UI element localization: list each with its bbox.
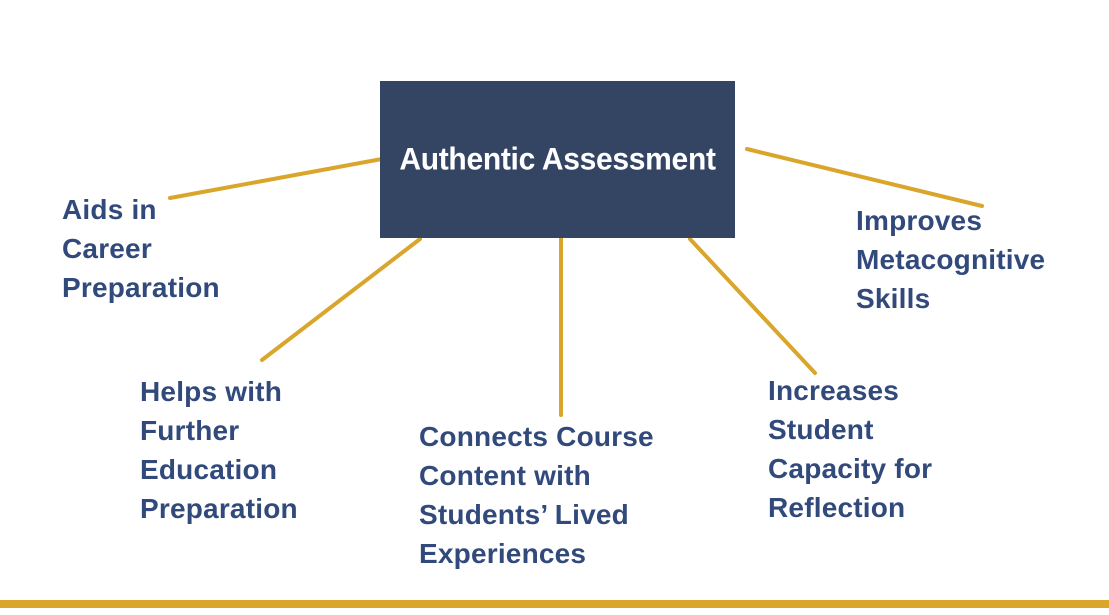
- node-label-student-reflection: Increases Student Capacity for Reflectio…: [768, 375, 933, 523]
- node-label-course-content: Connects Course Content with Students’ L…: [419, 421, 654, 569]
- line-to-student-reflection: [688, 237, 817, 375]
- bottom-accent-bar: [0, 600, 1109, 608]
- node-label-further-education: Helps with Further Education Preparation: [140, 376, 298, 524]
- central-node-authentic-assessment: Authentic Assessment: [380, 81, 735, 238]
- central-node-title: Authentic Assessment: [399, 141, 716, 177]
- line-to-metacognitive-skills: [745, 147, 984, 208]
- node-label-metacognitive-skills: Improves Metacognitive Skills: [856, 205, 1046, 314]
- line-to-further-education: [260, 237, 422, 362]
- node-label-career-preparation: Aids in Career Preparation: [62, 194, 220, 303]
